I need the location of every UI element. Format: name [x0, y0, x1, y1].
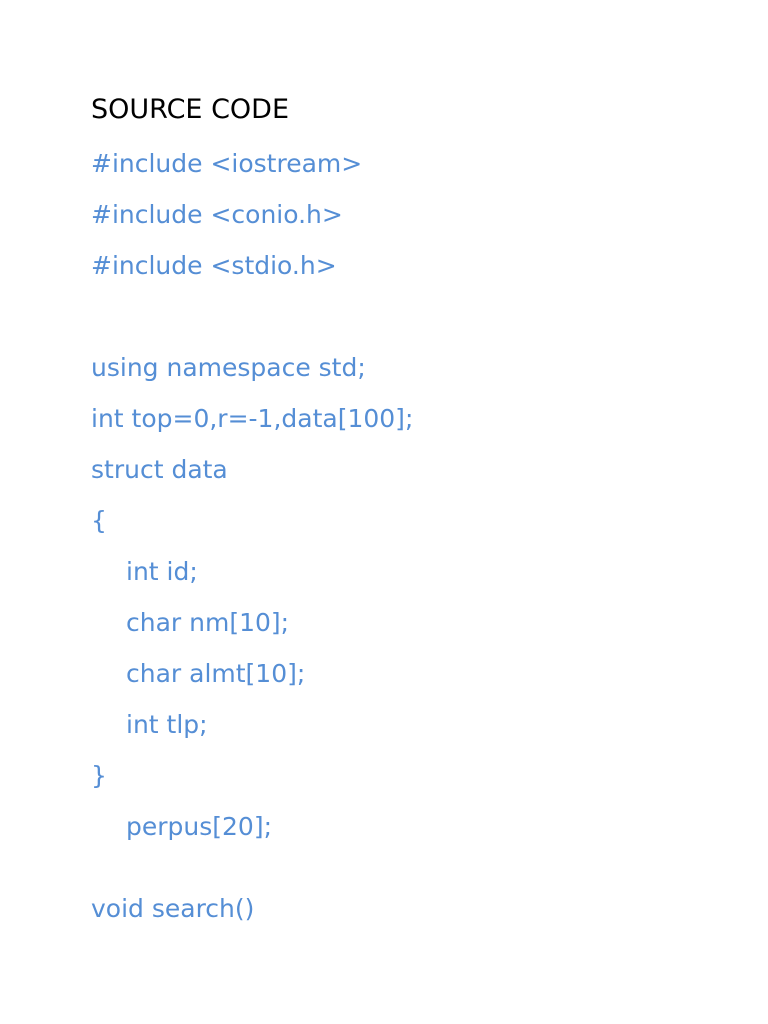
code-line-include-iostream: #include <iostream> — [91, 149, 363, 178]
code-line-field-nm: char nm[10]; — [126, 608, 290, 637]
code-line-field-tlp: int tlp; — [126, 710, 208, 739]
code-line-struct-instance: perpus[20]; — [126, 812, 273, 841]
code-line-close-brace: } — [91, 761, 107, 790]
code-line-using-namespace: using namespace std; — [91, 353, 366, 382]
code-line-include-stdio: #include <stdio.h> — [91, 251, 337, 280]
code-line-struct-decl: struct data — [91, 455, 228, 484]
code-line-globals: int top=0,r=-1,data[100]; — [91, 404, 414, 433]
code-line-void-search: void search() — [91, 894, 255, 923]
code-line-field-almt: char almt[10]; — [126, 659, 306, 688]
code-line-open-brace: { — [91, 506, 107, 535]
code-line-field-id: int id; — [126, 557, 198, 586]
code-line-include-conio: #include <conio.h> — [91, 200, 343, 229]
page-title: SOURCE CODE — [91, 94, 290, 125]
